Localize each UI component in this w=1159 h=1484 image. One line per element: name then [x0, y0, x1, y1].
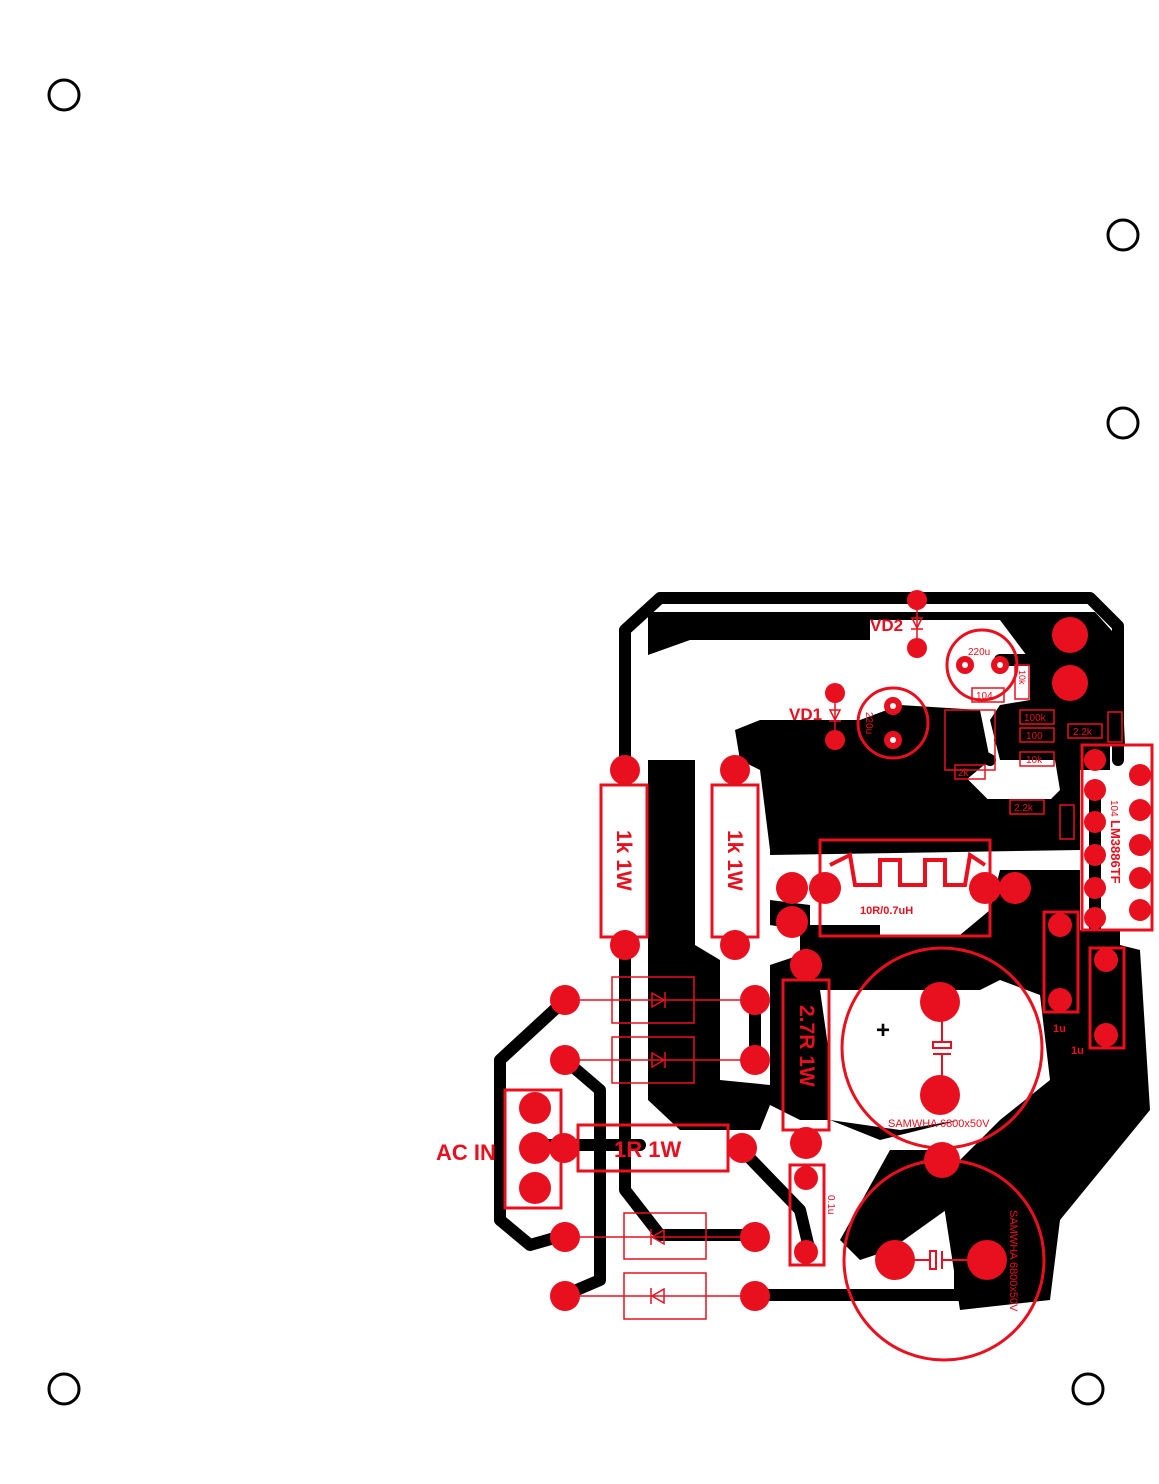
trace-bottom — [749, 1224, 966, 1301]
label-ac-in: AC IN — [436, 1140, 496, 1165]
mounting-hole-right-upper — [1106, 218, 1140, 252]
label-10k: 10k — [1026, 755, 1043, 766]
trace-ac-mid — [559, 1054, 606, 1301]
mounting-hole-bottom-left — [47, 1372, 81, 1406]
island-inductor — [770, 850, 1080, 935]
label-1u-b: 1u — [1071, 1045, 1084, 1057]
bridge-diodes — [565, 976, 755, 1320]
label-10k-b: 10k — [1017, 670, 1027, 685]
cap-01u-outline — [788, 1163, 826, 1267]
label-2k2-b: 2.2k — [1014, 803, 1034, 814]
label-2k2-a: 2.2k — [1073, 727, 1093, 738]
label-1u-a: 1u — [1053, 1023, 1066, 1035]
label-vd2: VD2 — [870, 616, 903, 635]
label-100k: 100k — [1024, 713, 1047, 724]
cap-220u-left-outline — [856, 686, 930, 760]
island-cap — [820, 990, 1045, 1130]
label-104: 104 — [976, 691, 993, 702]
inductor-coil — [829, 851, 987, 887]
label-cap-big-2: SAMWHA 6800x50V — [1007, 1210, 1019, 1312]
label-1k-a: 1k 1W — [612, 830, 635, 891]
trace-1r — [734, 1142, 816, 1258]
label-inductor: 10R/0.7uH — [860, 905, 913, 917]
label-1r: 1R 1W — [614, 1137, 681, 1162]
island-left — [648, 620, 1060, 1085]
lm3886-outline — [1080, 743, 1154, 932]
cap-1u-a-outline — [1042, 910, 1080, 1014]
label-104-b: 104 — [1108, 800, 1119, 817]
mounting-hole-right-middle — [1106, 406, 1140, 440]
label-1k-b: 1k 1W — [723, 830, 746, 891]
trace-ic-left — [954, 774, 1066, 811]
cap-1u-b-outline — [1088, 946, 1126, 1050]
label-2r7: 2.7R 1W — [795, 1005, 818, 1087]
label-2k: 2k — [958, 768, 970, 779]
label-100: 100 — [1026, 731, 1043, 742]
label-cap-big-1: SAMWHA 6800x50V — [888, 1118, 990, 1130]
trace-inner-top — [729, 734, 996, 776]
label-in: IN — [1088, 653, 1104, 670]
label-lm3886: LM3886TF — [1108, 820, 1123, 884]
label-220u-top: 220u — [968, 647, 990, 658]
label-01u: 0.1u — [825, 1195, 836, 1214]
label-plus: + — [876, 1017, 890, 1044]
pads — [519, 590, 1151, 1311]
mounting-holes — [47, 78, 1140, 1406]
pad-holes — [890, 662, 1003, 743]
mounting-hole-bottom-right — [1071, 1372, 1105, 1406]
trace-ac-left — [494, 994, 571, 1251]
cap-trace-diag — [840, 1150, 960, 1260]
mounting-hole-top-left — [47, 78, 81, 112]
label-220u-left: 220u — [863, 712, 874, 734]
trace-outer-top — [619, 592, 1124, 776]
label-vd1: VD1 — [789, 705, 822, 724]
smd-parts — [944, 664, 1123, 840]
